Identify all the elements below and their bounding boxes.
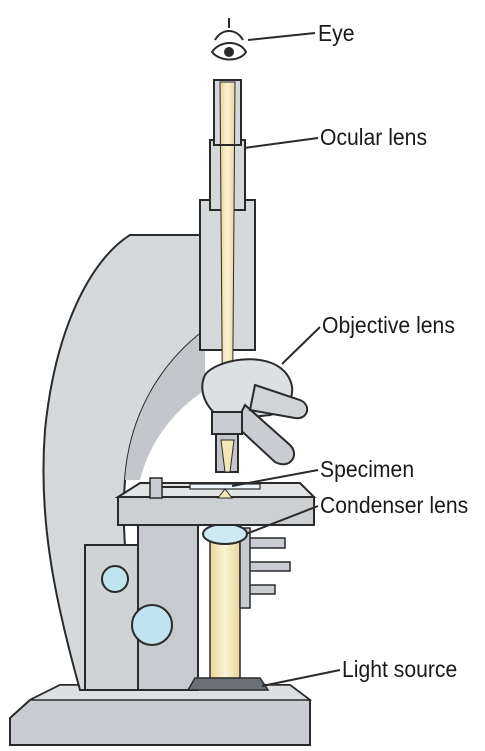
label-ocular-lens: Ocular lens bbox=[320, 126, 427, 149]
objective-lens-barrel bbox=[212, 412, 242, 472]
light-source-lamp bbox=[188, 678, 268, 690]
leader-ocular bbox=[244, 138, 318, 148]
leader-light bbox=[262, 670, 340, 686]
condenser-lens-shape bbox=[203, 524, 247, 544]
label-condenser-lens: Condenser lens bbox=[320, 494, 468, 517]
coarse-focus-knob bbox=[132, 605, 172, 645]
microscope-base bbox=[10, 685, 310, 745]
condenser-adjusters bbox=[240, 528, 290, 608]
label-light-source: Light source bbox=[342, 658, 457, 681]
label-specimen: Specimen bbox=[320, 458, 414, 481]
leader-objective bbox=[282, 327, 320, 364]
label-objective-lens: Objective lens bbox=[322, 314, 455, 337]
fine-focus-knob bbox=[102, 566, 128, 592]
label-eye: Eye bbox=[318, 22, 354, 45]
eye-icon bbox=[212, 18, 246, 60]
leader-eye bbox=[248, 33, 315, 40]
